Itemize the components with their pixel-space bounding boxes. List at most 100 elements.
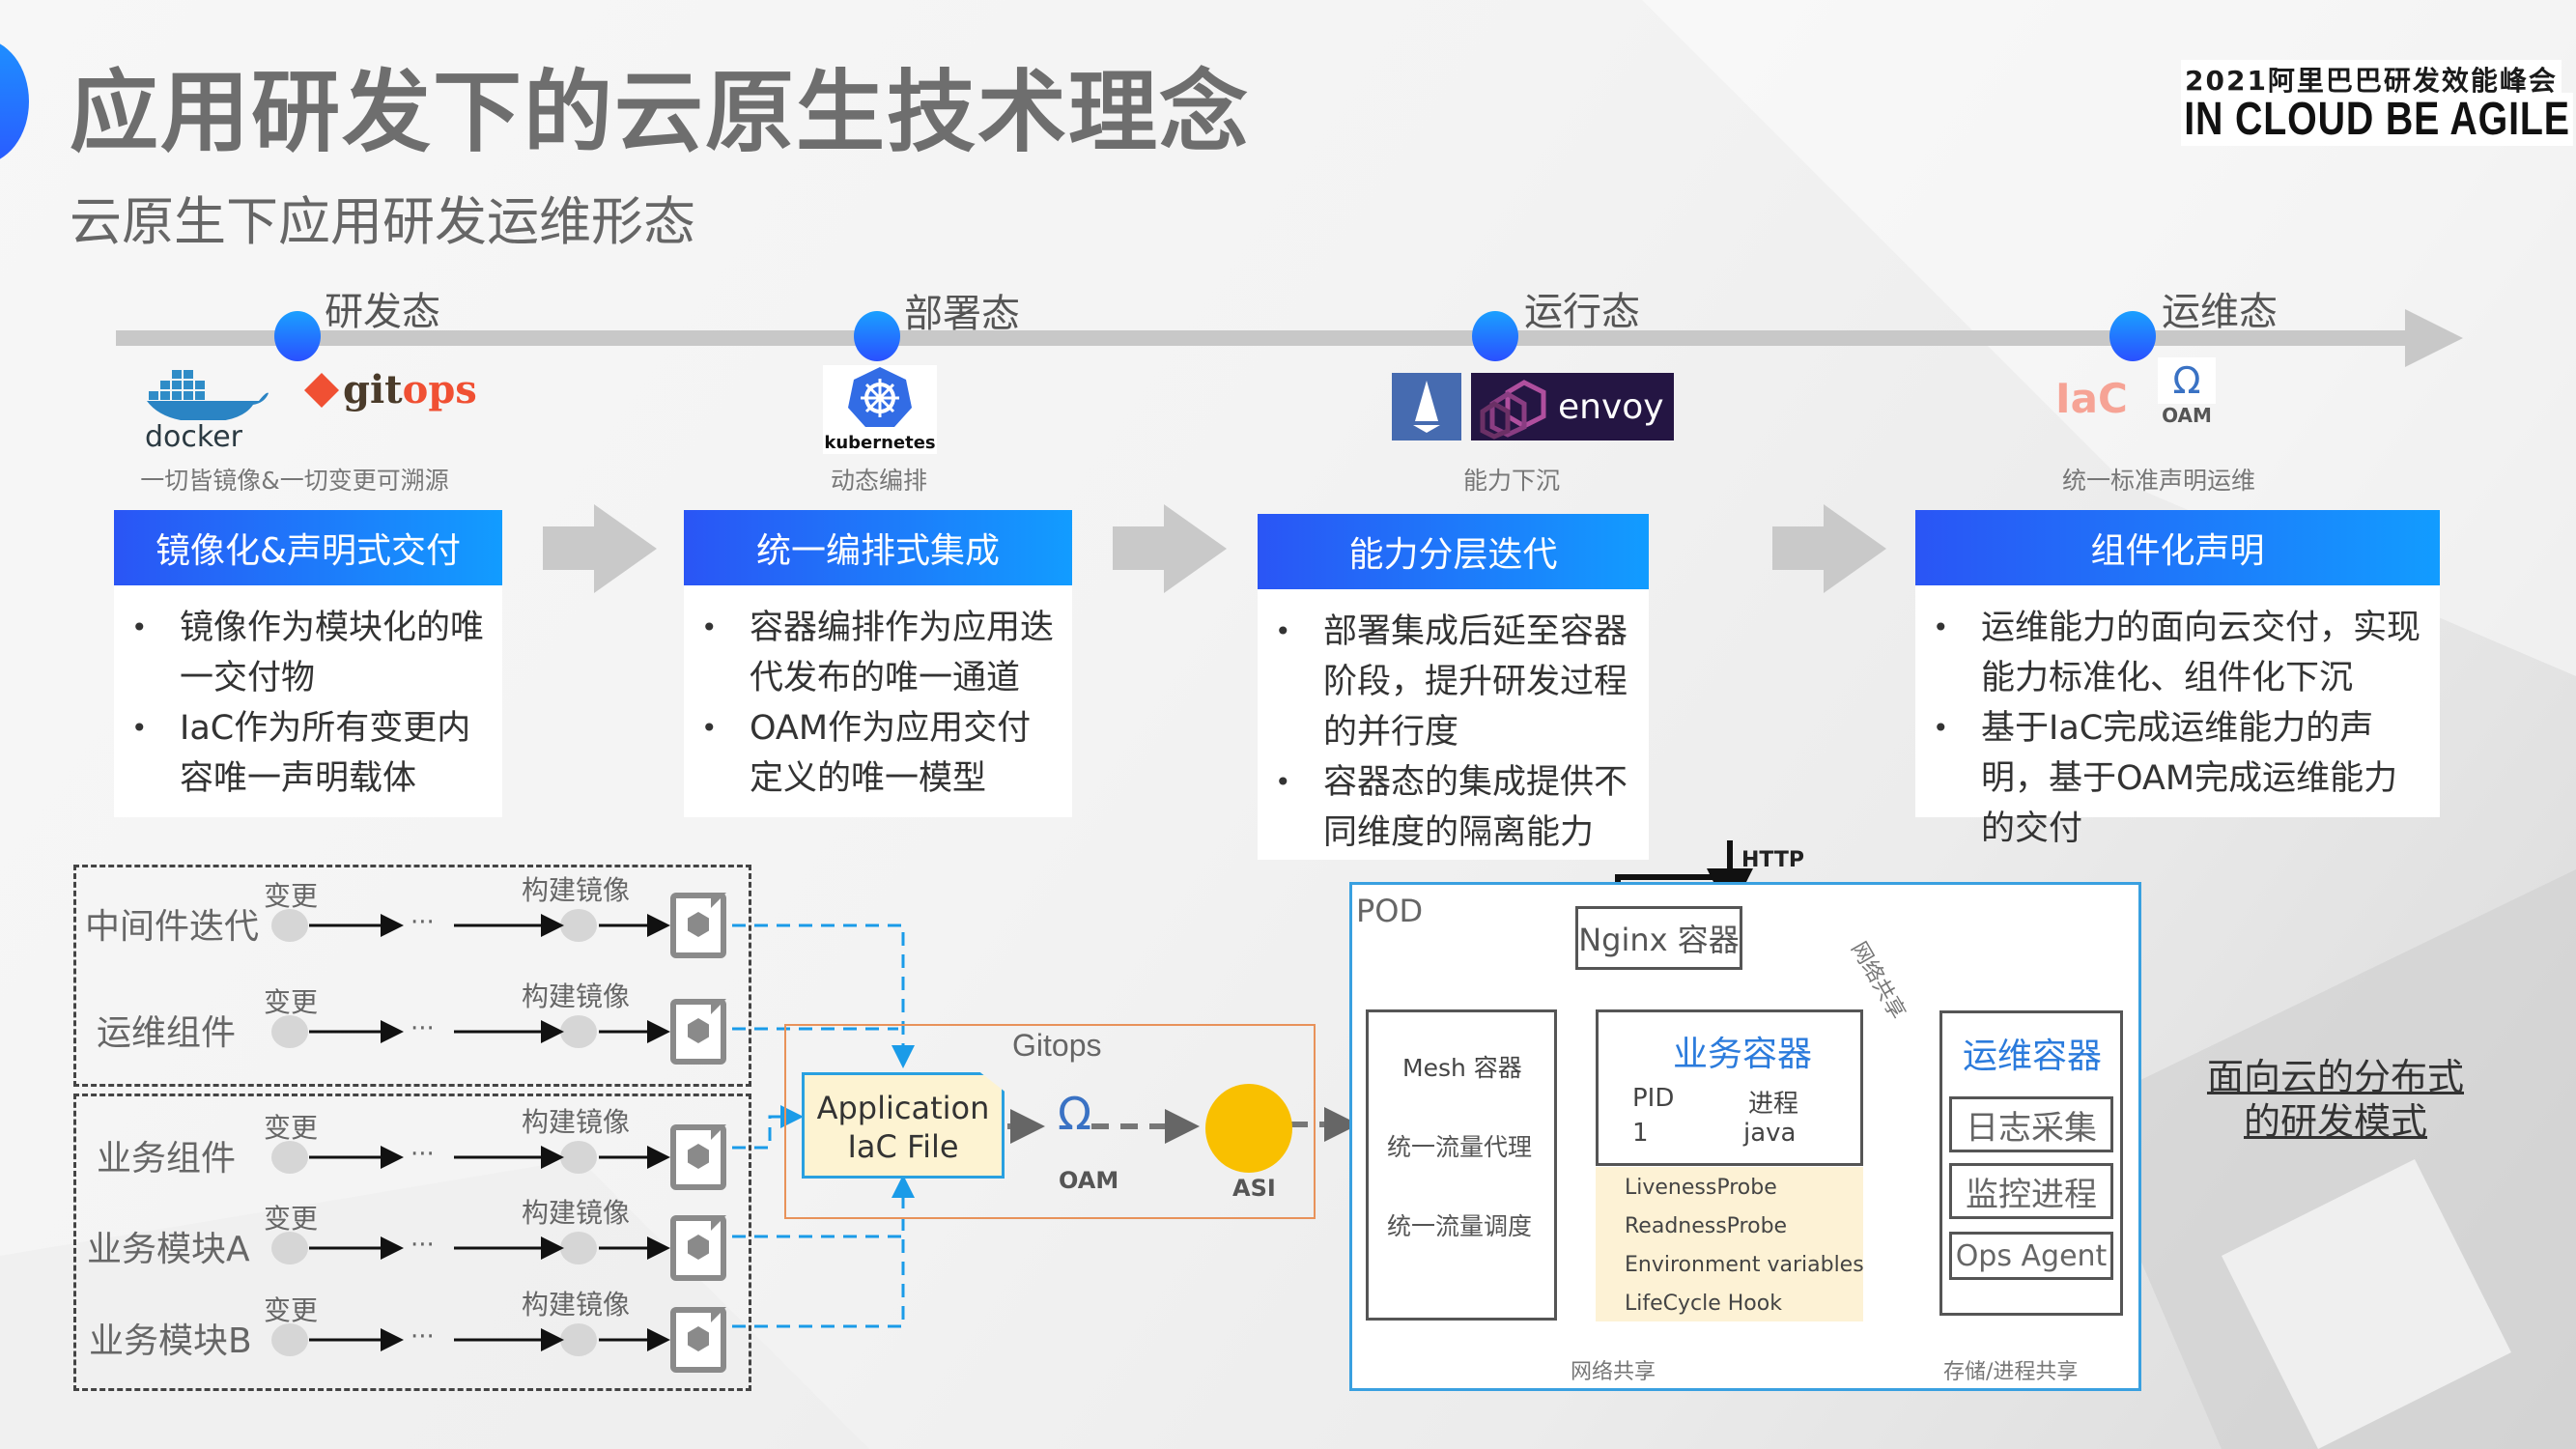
image-file-icon[interactable] — [670, 1307, 726, 1373]
asi-circle[interactable] — [1205, 1084, 1292, 1173]
timeline-dot-deploy — [854, 311, 900, 361]
envoy-logo: envoy — [1471, 373, 1674, 440]
note-line2: 的研发模式 — [2243, 1100, 2427, 1143]
build-node[interactable] — [560, 1015, 597, 1048]
probe-item: Environment variables — [1625, 1253, 1864, 1277]
pipeline-group-business — [73, 1094, 751, 1391]
app-file-line2: IaC File — [847, 1128, 959, 1165]
flow-arrow-2 — [1113, 504, 1227, 593]
event-name: 2021阿里巴巴研发效能峰会 — [2181, 60, 2562, 99]
pipeline-row-label: 业务模块A — [87, 1230, 250, 1269]
timeline-arrowhead — [2405, 309, 2463, 367]
card-bullet: •运维能力的面向云交付，实现能力标准化、组件化下沉 — [1933, 609, 2421, 697]
kubernetes-helm-icon — [848, 367, 912, 427]
image-file-icon[interactable] — [670, 893, 726, 958]
ops-item-monitor[interactable]: 监控进程 — [1949, 1163, 2113, 1219]
card-bullet: •基于IaC完成运维能力的声明，基于OAM完成运维能力的交付 — [1933, 709, 2398, 848]
git-diamond-icon — [304, 372, 339, 408]
mesh-container[interactable] — [1366, 1009, 1557, 1321]
ops-item-agent[interactable]: Ops Agent — [1949, 1232, 2113, 1280]
probe-item: LivenessProbe — [1625, 1176, 1777, 1200]
card-image-delivery: 镜像化&声明式交付 •镜像作为模块化的唯一交付物 •IaC作为所有变更内容唯一声… — [114, 510, 502, 817]
envoy-hex-icon — [1480, 380, 1546, 440]
image-file-icon[interactable] — [670, 999, 726, 1065]
build-node[interactable] — [560, 909, 597, 942]
pod-label: POD — [1356, 893, 1424, 929]
process-header: 进程 — [1748, 1090, 1799, 1119]
ellipsis: ··· — [410, 1231, 435, 1260]
ellipsis: ··· — [410, 1140, 435, 1169]
card-orchestration: 统一编排式集成 •容器编排作为应用迭代发布的唯一通道 •OAM作为应用交付定义的… — [684, 510, 1072, 817]
flow-arrow-3 — [1772, 504, 1886, 593]
flow-arrow-1 — [543, 504, 657, 593]
stage-label-deploy: 部署态 — [904, 292, 1020, 336]
storage-share-label: 存储/进程共享 — [1943, 1360, 2079, 1384]
probe-item: LifeCycle Hook — [1625, 1292, 1782, 1316]
event-slogan: IN CLOUD BE AGILE — [2181, 93, 2574, 146]
probe-panel: LivenessProbe ReadnessProbe Environment … — [1596, 1167, 1864, 1321]
build-image-label: 构建镜像 — [522, 980, 631, 1012]
oam-label: OAM — [1059, 1167, 1119, 1194]
istio-logo — [1392, 373, 1461, 440]
card-component-declaration: 组件化声明 •运维能力的面向云交付，实现能力标准化、组件化下沉 •基于IaC完成… — [1915, 510, 2440, 848]
istio-sail-icon — [1413, 381, 1440, 433]
change-node[interactable] — [271, 1323, 308, 1356]
nginx-container[interactable]: Nginx 容器 — [1575, 906, 1742, 970]
ops-item-logs[interactable]: 日志采集 — [1949, 1096, 2113, 1152]
distributed-dev-note[interactable]: 面向云的分布式 的研发模式 — [2200, 1055, 2471, 1144]
probe-item: ReadnessProbe — [1625, 1214, 1788, 1238]
docker-wordmark: docker — [145, 420, 242, 454]
card-bullet: •镜像作为模块化的唯一交付物 — [131, 609, 485, 697]
image-file-icon[interactable] — [670, 1124, 726, 1190]
pipeline-row-label: 业务组件 — [97, 1139, 237, 1179]
timeline-bar — [116, 330, 2415, 346]
build-node[interactable] — [560, 1323, 597, 1356]
gitops-ops-text: ops — [402, 367, 477, 412]
pipeline-row-label: 中间件迭代 — [85, 907, 260, 947]
change-node[interactable] — [271, 909, 308, 942]
card-bullet: •容器态的集成提供不同维度的隔离能力 — [1275, 763, 1628, 852]
pid-header: PID — [1632, 1084, 1675, 1113]
change-node[interactable] — [271, 1141, 308, 1174]
connector-module-b — [732, 1175, 915, 1328]
oam-wordmark: OAM — [2162, 404, 2212, 427]
image-file-icon[interactable] — [670, 1215, 726, 1281]
mesh-item: 统一流量调度 — [1387, 1212, 1533, 1240]
change-node[interactable] — [271, 1015, 308, 1048]
change-label: 变更 — [264, 1294, 319, 1326]
http-label: HTTP — [1741, 848, 1805, 872]
caption-dev: 一切皆镜像&一切变更可溯源 — [140, 467, 449, 495]
stage-label-dev: 研发态 — [325, 290, 440, 334]
asi-label: ASI — [1232, 1175, 1276, 1202]
application-iac-file[interactable]: Application IaC File — [802, 1072, 1005, 1179]
build-image-label: 构建镜像 — [522, 874, 631, 906]
kubernetes-wordmark: kubernetes — [824, 433, 936, 453]
pipeline-row-label: 业务模块B — [89, 1321, 252, 1361]
gitops-box — [784, 1024, 1316, 1219]
card-title: 镜像化&声明式交付 — [114, 510, 502, 585]
docker-logo: docker — [145, 362, 280, 454]
card-bullet: •IaC作为所有变更内容唯一声明载体 — [131, 709, 471, 798]
card-bullet: •容器编排作为应用迭代发布的唯一通道 — [701, 609, 1055, 697]
gitops-title: Gitops — [1012, 1028, 1102, 1063]
package-cube-icon — [688, 1018, 709, 1043]
omega-icon: Ω — [2158, 357, 2216, 404]
card-title: 能力分层迭代 — [1258, 514, 1649, 589]
business-container[interactable] — [1596, 1009, 1863, 1166]
build-node[interactable] — [560, 1232, 597, 1264]
timeline-dot-dev — [274, 311, 321, 361]
build-node[interactable] — [560, 1141, 597, 1174]
package-cube-icon — [688, 1235, 709, 1260]
pipeline-group-infra — [73, 865, 751, 1087]
change-node[interactable] — [271, 1232, 308, 1264]
build-image-label: 构建镜像 — [522, 1197, 631, 1229]
card-title: 组件化声明 — [1915, 510, 2440, 585]
package-cube-icon — [688, 912, 709, 937]
page-title: 应用研发下的云原生技术理念 — [70, 61, 1251, 164]
card-bullet: •部署集成后延至容器阶段，提升研发过程的并行度 — [1275, 612, 1628, 752]
change-label: 变更 — [264, 986, 319, 1018]
oam-logo: Ω OAM — [2158, 357, 2216, 435]
change-label: 变更 — [264, 1112, 319, 1144]
